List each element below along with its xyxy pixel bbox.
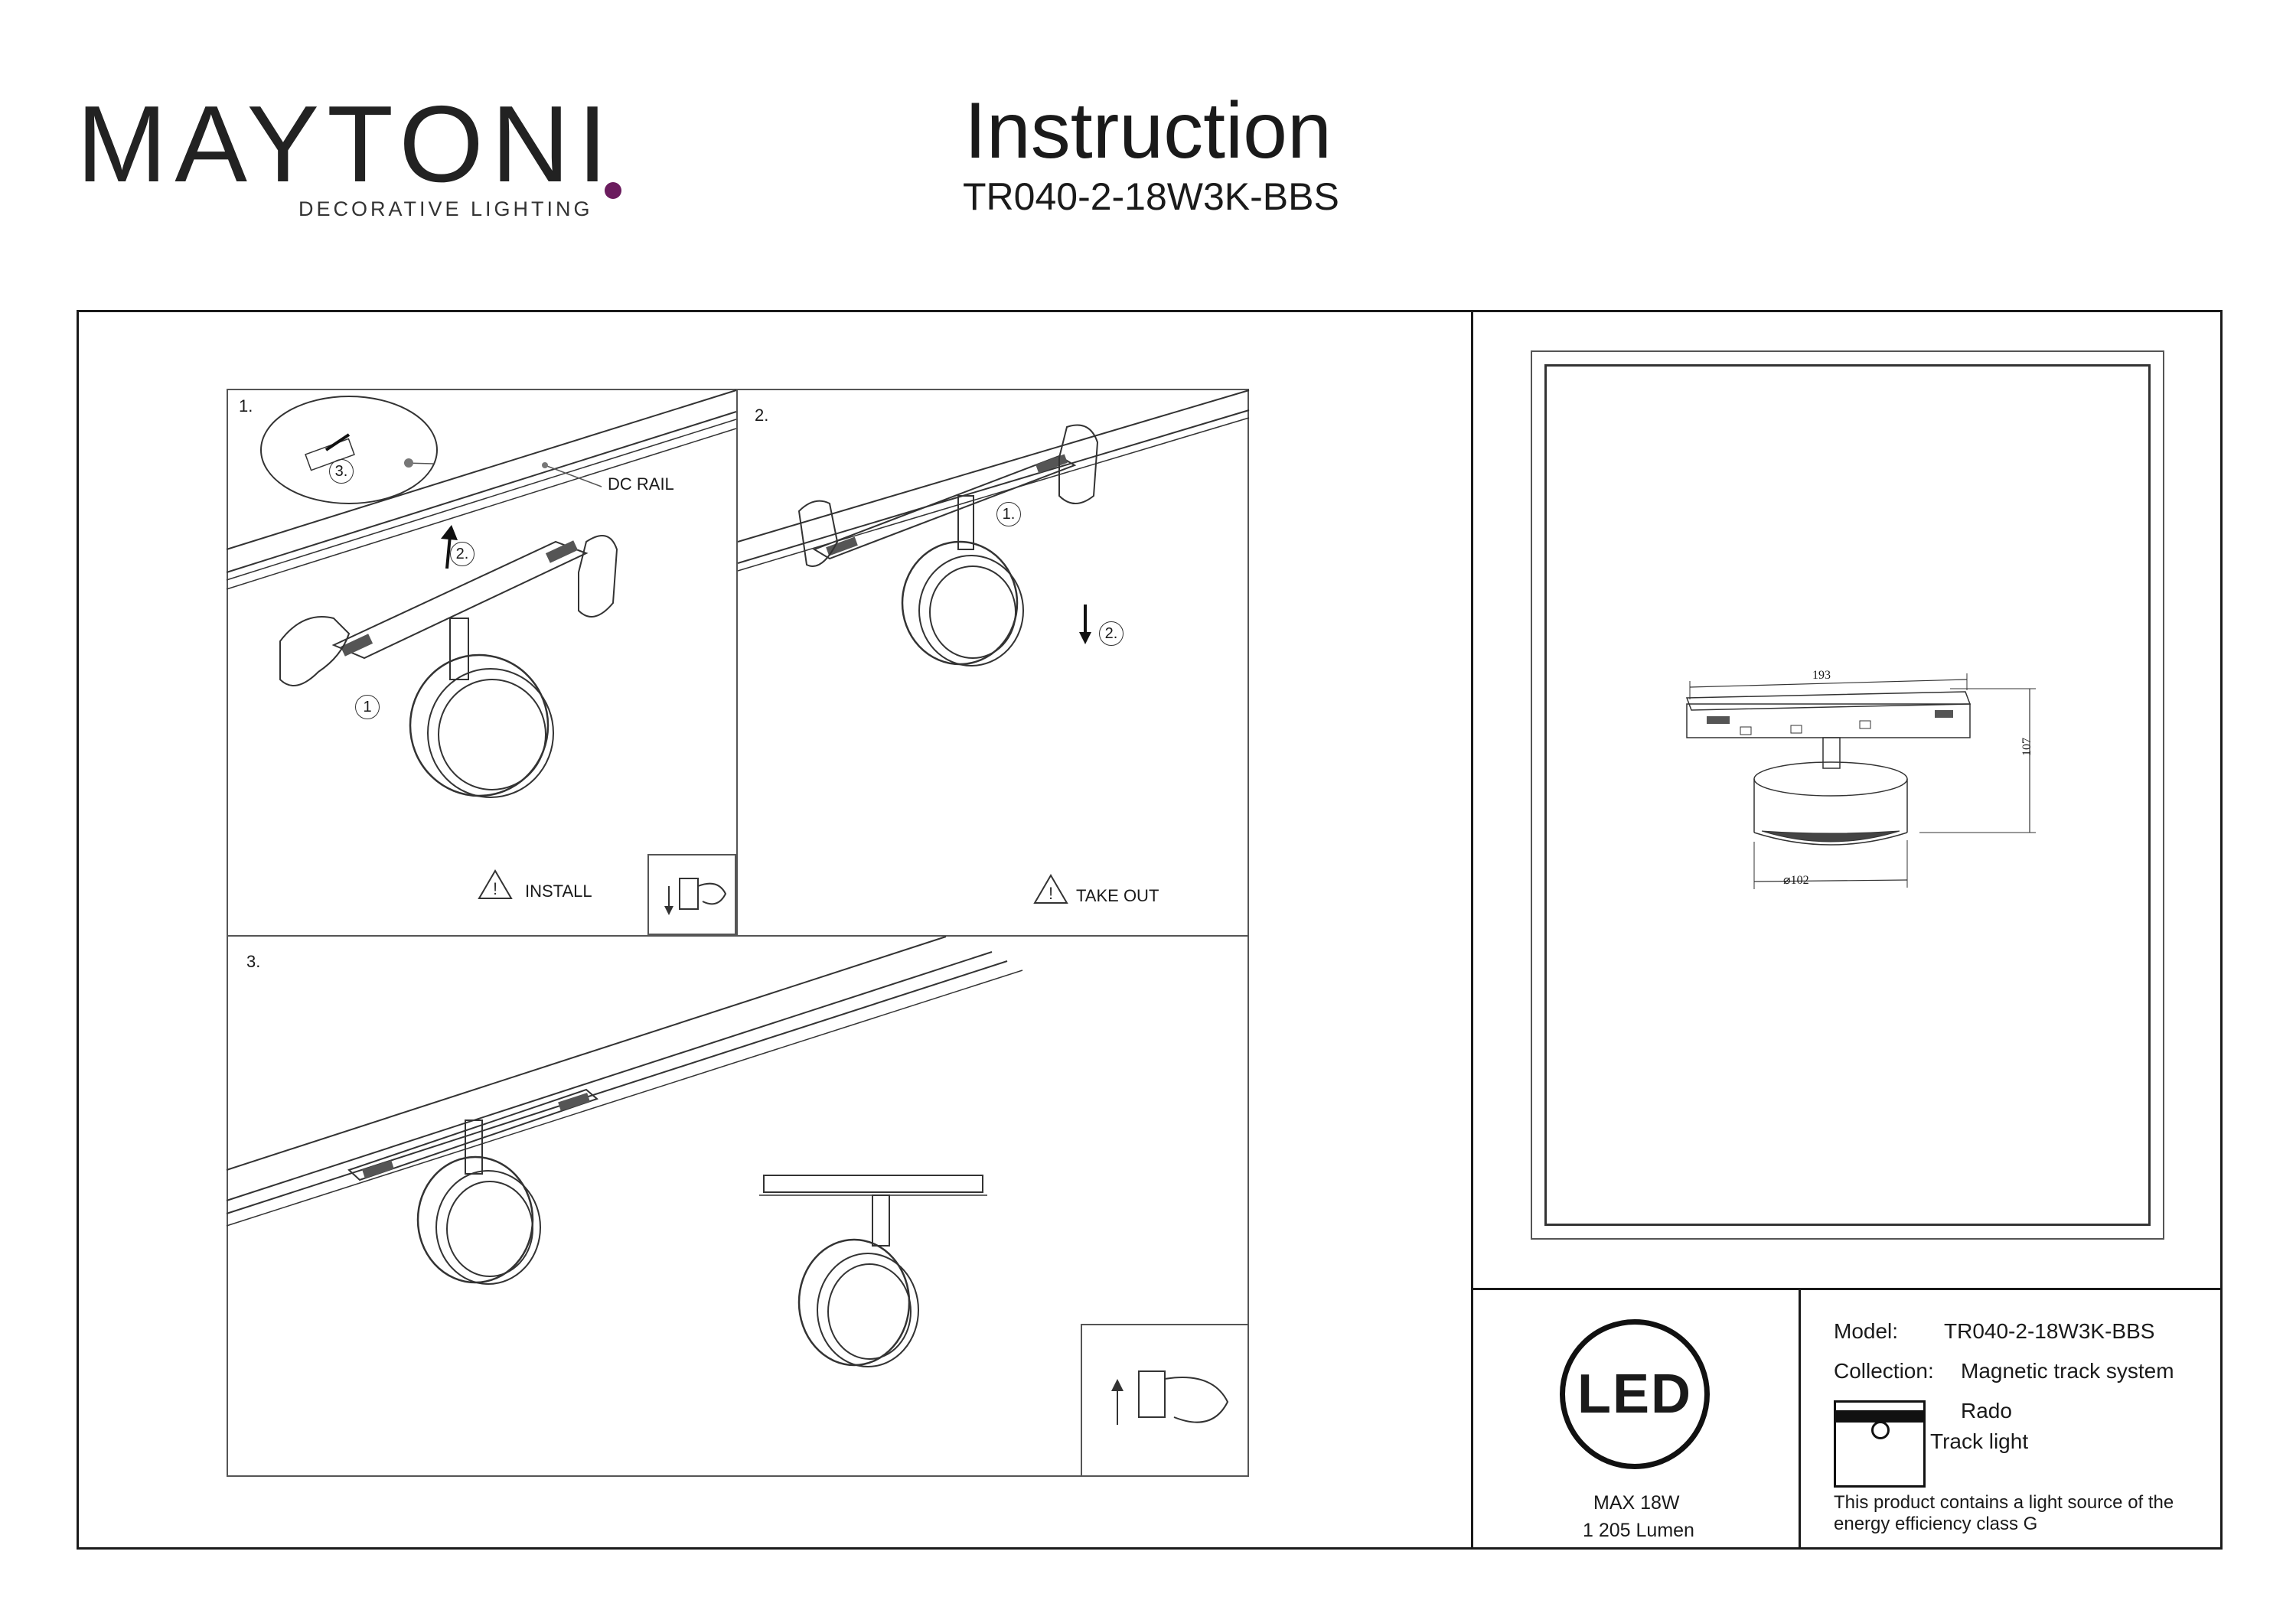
drawing-frame-inner bbox=[1544, 364, 2151, 1226]
switch-off-thumbnail bbox=[647, 854, 736, 935]
dimension-height: 107 bbox=[2020, 738, 2033, 756]
step2-callout-1: 1. bbox=[996, 502, 1021, 526]
page-title: Instruction bbox=[964, 86, 1332, 175]
svg-text:!: ! bbox=[493, 879, 497, 898]
dimension-width: 193 bbox=[1812, 669, 1831, 682]
drawing-frame-outer bbox=[1531, 350, 2164, 1240]
lumen-rating: 1 205 Lumen bbox=[1583, 1520, 1694, 1541]
step2-number: 2. bbox=[755, 406, 769, 425]
track-light-icon-lamp bbox=[1871, 1421, 1890, 1439]
steps-panel bbox=[227, 389, 1249, 1477]
energy-note-line1: This product contains a light source of … bbox=[1834, 1492, 2174, 1513]
brand-logo-dot bbox=[605, 182, 621, 199]
dimension-diameter: ⌀102 bbox=[1783, 874, 1809, 887]
model-value: TR040-2-18W3K-BBS bbox=[1944, 1319, 2155, 1343]
switch-off-icon bbox=[664, 878, 727, 915]
column-divider bbox=[1471, 310, 1473, 1550]
power-rating: MAX 18W bbox=[1593, 1492, 1680, 1514]
brand-logo: MAYTONI DECORATIVE LIGHTING bbox=[77, 90, 621, 228]
step2-callout-2: 2. bbox=[1099, 621, 1124, 646]
install-label: INSTALL bbox=[525, 882, 592, 901]
step1-callout-2: 2. bbox=[450, 542, 475, 566]
warning-triangle-icon: ! bbox=[478, 869, 513, 899]
step1-callout-3: 3. bbox=[329, 459, 354, 484]
spec-column-divider bbox=[1799, 1288, 1801, 1550]
step3-number: 3. bbox=[246, 952, 261, 971]
technical-drawing bbox=[1685, 673, 2036, 889]
collection-label: Collection: bbox=[1834, 1359, 1934, 1383]
take-out-label: TAKE OUT bbox=[1076, 886, 1159, 905]
led-badge-label: LED bbox=[1577, 1364, 1692, 1425]
instruction-frame bbox=[77, 310, 2223, 1550]
warning-triangle-icon: ! bbox=[1033, 874, 1068, 904]
steps-row-divider bbox=[227, 935, 1249, 937]
series-value: Rado bbox=[1961, 1399, 2012, 1423]
switch-on-icon bbox=[1111, 1370, 1229, 1425]
page-model-code: TR040-2-18W3K-BBS bbox=[963, 175, 1339, 218]
step1-callout-1: 1 bbox=[355, 695, 380, 719]
svg-text:!: ! bbox=[1049, 884, 1053, 903]
steps-col-divider bbox=[736, 389, 738, 935]
spec-divider bbox=[1471, 1288, 2223, 1290]
model-label: Model: bbox=[1834, 1319, 1899, 1343]
led-badge: LED bbox=[1560, 1319, 1710, 1469]
collection-value: Magnetic track system bbox=[1961, 1359, 2174, 1383]
step2-illustration bbox=[737, 389, 1250, 666]
energy-note-line2: energy efficiency class G bbox=[1834, 1514, 2038, 1534]
step1-number: 1. bbox=[239, 396, 253, 416]
brand-tagline: DECORATIVE LIGHTING bbox=[298, 197, 593, 220]
brand-name: MAYTONI bbox=[77, 83, 615, 205]
type-value: Track light bbox=[1930, 1429, 2029, 1453]
dc-rail-label: DC RAIL bbox=[608, 474, 674, 494]
step3-illustration bbox=[226, 936, 1023, 1367]
step1-illustration bbox=[226, 389, 737, 798]
switch-on-thumbnail bbox=[1081, 1324, 1249, 1477]
track-light-icon-rail bbox=[1836, 1410, 1923, 1423]
track-light-icon bbox=[1834, 1400, 1926, 1488]
